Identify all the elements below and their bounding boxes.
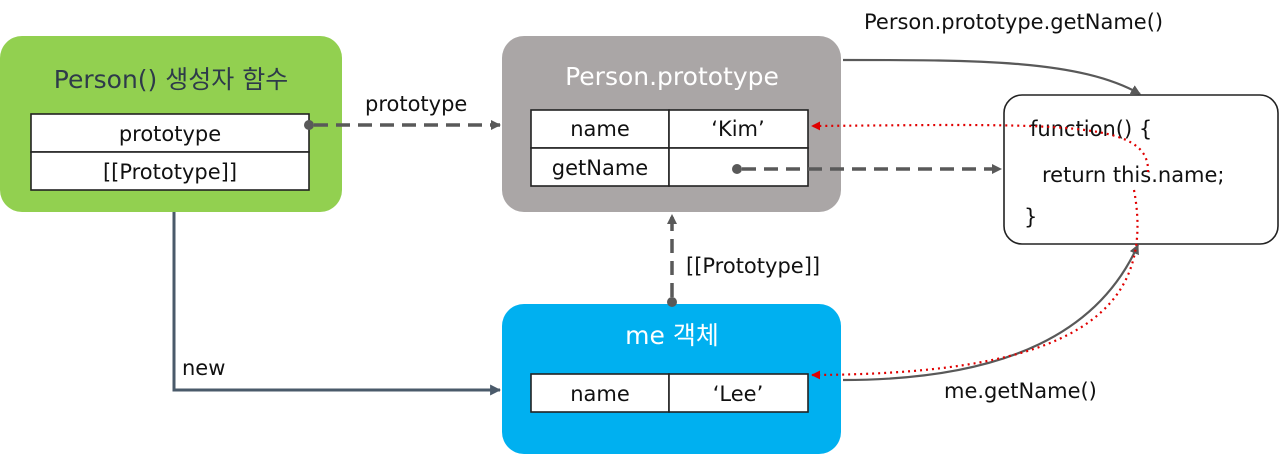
cell-me-name-key [530,373,670,413]
function-line-3: } [1024,205,1037,229]
cell-proto-name-value [668,109,809,149]
me-name-value: ‘Lee’ [713,382,764,406]
proto-link-edge-label: [[Prototype]] [686,254,820,278]
cell-proto-name-key [530,109,670,149]
cell-ctor-proto-internal [30,151,310,191]
me-name-key: name [570,382,630,406]
me-object-box: me 객체 name ‘Lee’ [502,304,841,454]
new-arrow [172,212,502,396]
me-getname-label: me.getName() [944,379,1097,403]
cell-me-name-value [668,373,809,413]
cell-ctor-prototype [30,113,310,153]
prototype-arrow-start-dot [304,120,314,130]
function-box: function() { return this.name; } [1003,94,1279,245]
prototype-edge-label: prototype [365,92,467,116]
function-line-2: return this.name; [1042,163,1225,187]
function-line-1: function() { [1030,117,1152,141]
proto-getname-key: getName [552,156,648,180]
proto-name-key: name [570,117,630,141]
person-getname-label: Person.prototype.getName() [864,10,1163,34]
person-prototype-box: Person.prototype name ‘Kim’ getName [502,36,841,212]
ctor-row-proto-internal: [[Prototype]] [103,160,237,184]
cell-proto-getname-key [530,147,670,187]
person-constructor-title: Person() 생성자 함수 [54,65,288,94]
ctor-row-prototype: prototype [119,122,221,146]
person-prototype-title: Person.prototype [565,62,779,91]
new-edge-label: new [182,356,225,380]
person-constructor-box: Person() 생성자 함수 prototype [[Prototype]] [0,36,342,212]
proto-name-value: ‘Kim’ [711,117,764,141]
proto-link-start-dot [667,297,677,307]
person-getname-curve [842,58,1141,95]
getname-arrow-start-dot [732,164,742,174]
me-object-title: me 객체 [625,321,719,350]
function-box-bg [1003,94,1279,245]
this-name-kim-dotted [811,121,1150,173]
me-getname-curve [842,244,1140,382]
